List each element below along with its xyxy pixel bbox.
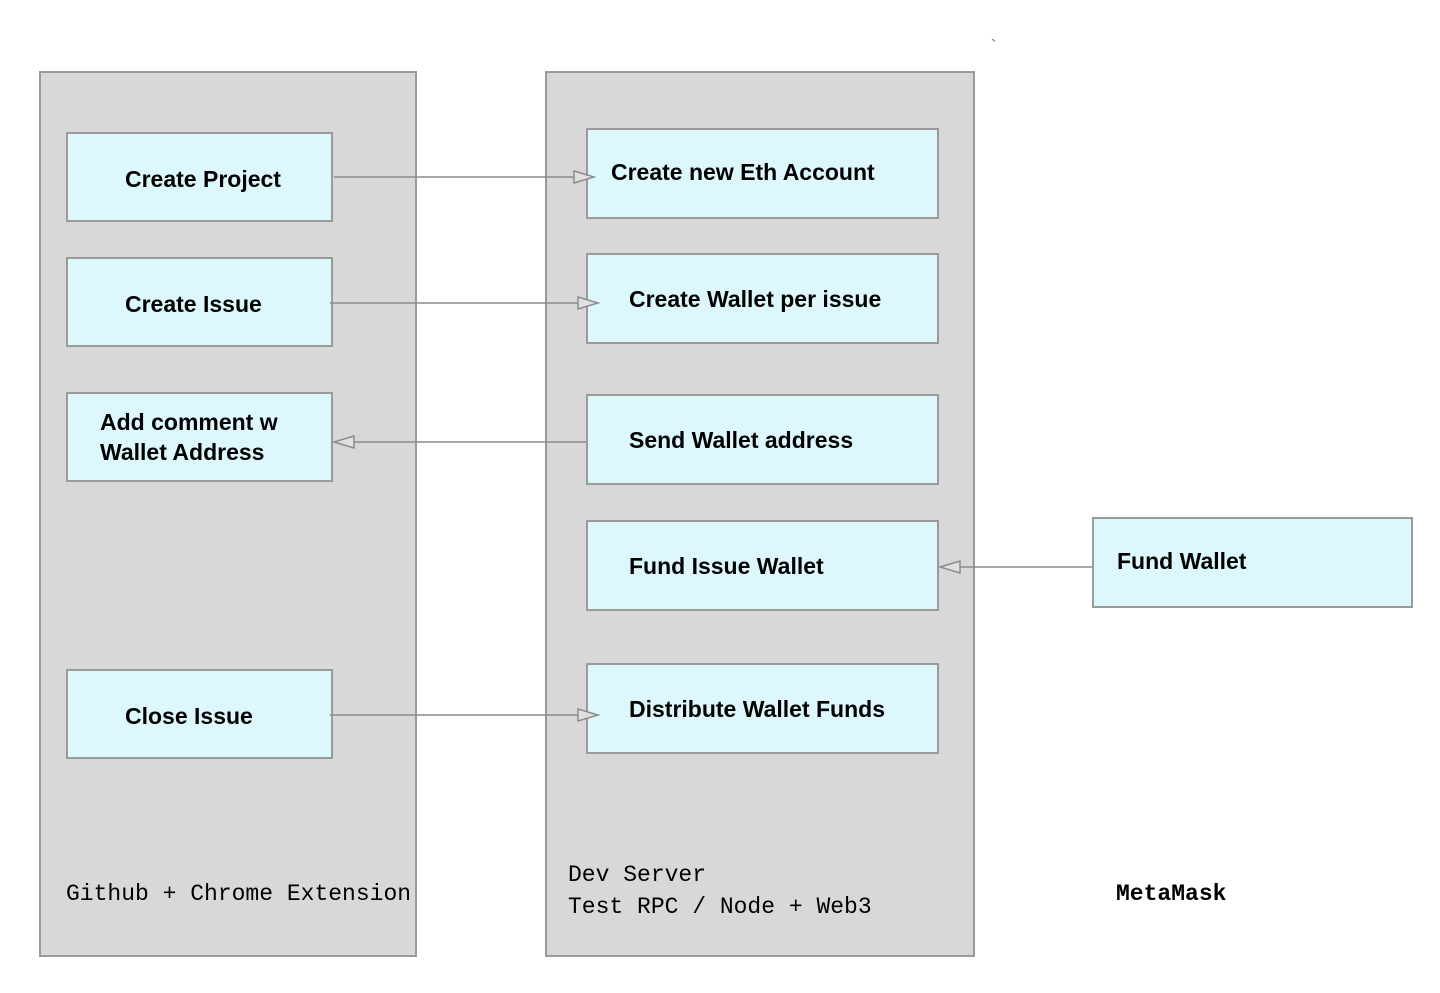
- distribute-funds-box[interactable]: Distribute Wallet Funds: [586, 663, 939, 754]
- metamask-lane-label: MetaMask: [1116, 881, 1227, 907]
- fund-wallet-label: Fund Wallet: [1117, 548, 1247, 574]
- stray-mark: `: [991, 38, 997, 55]
- create-issue-label: Create Issue: [125, 291, 262, 317]
- distribute-funds-label: Distribute Wallet Funds: [629, 696, 885, 722]
- create-eth-account-box[interactable]: Create new Eth Account: [586, 128, 939, 219]
- create-project-box[interactable]: Create Project: [66, 132, 333, 222]
- fund-issue-wallet-label: Fund Issue Wallet: [629, 553, 824, 579]
- create-wallet-label: Create Wallet per issue: [629, 286, 882, 312]
- fund-issue-wallet-box[interactable]: Fund Issue Wallet: [586, 520, 939, 611]
- add-comment-box[interactable]: Add comment w Wallet Address: [66, 392, 333, 482]
- close-issue-box[interactable]: Close Issue: [66, 669, 333, 759]
- dev-server-lane-label-line1: Dev Server: [568, 862, 707, 888]
- fund-wallet-box[interactable]: Fund Wallet: [1092, 517, 1413, 608]
- dev-server-lane-label-line2: Test RPC / Node + Web3: [568, 894, 872, 920]
- create-wallet-box[interactable]: Create Wallet per issue: [586, 253, 939, 344]
- create-eth-account-label: Create new Eth Account: [611, 159, 875, 185]
- add-comment-label: Add comment w Wallet Address: [100, 409, 278, 465]
- create-project-label: Create Project: [125, 166, 281, 192]
- github-lane-label: Github + Chrome Extension: [66, 881, 412, 907]
- close-issue-label: Close Issue: [125, 703, 253, 729]
- send-wallet-address-label: Send Wallet address: [629, 427, 854, 453]
- send-wallet-address-box[interactable]: Send Wallet address: [586, 394, 939, 485]
- create-issue-box[interactable]: Create Issue: [66, 257, 333, 347]
